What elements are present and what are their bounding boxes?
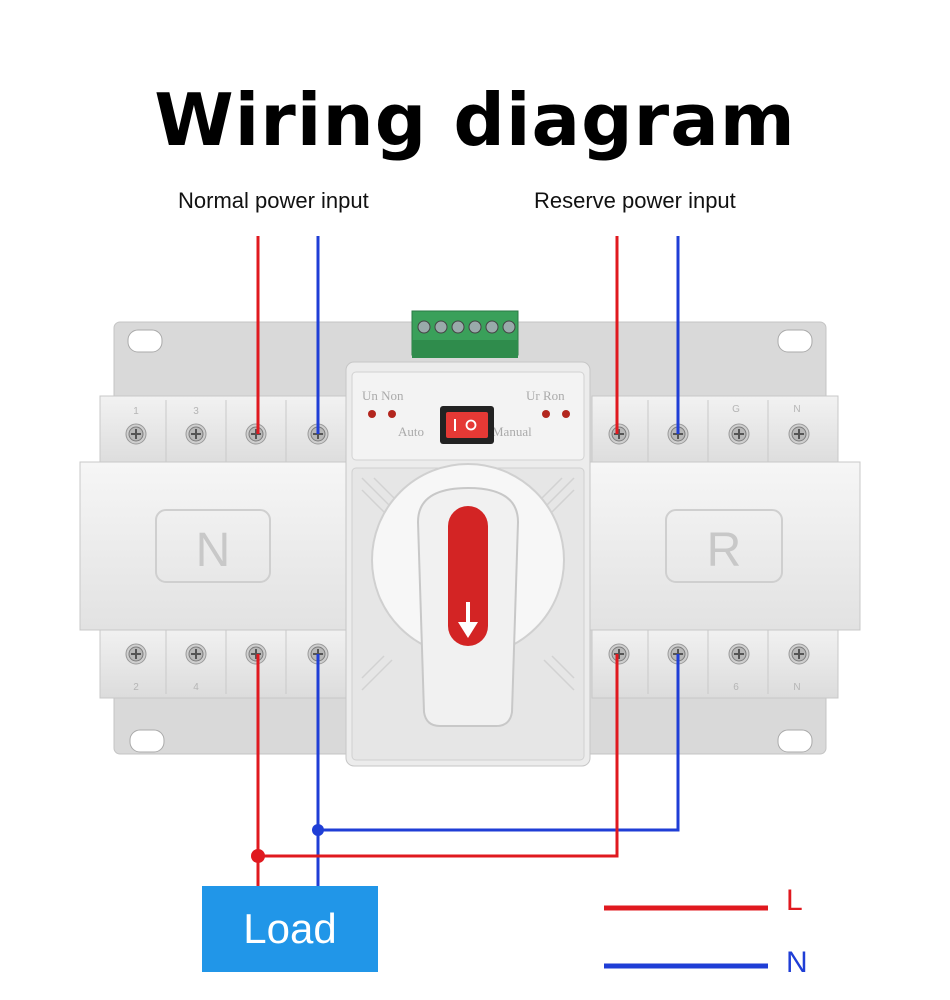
rotary-handle[interactable] (416, 486, 520, 727)
terminal-screw (185, 643, 207, 665)
terminal-screw (788, 643, 810, 665)
manual-label: Manual (492, 424, 532, 439)
r-module: R (589, 461, 861, 631)
mount-hole (777, 729, 813, 753)
mount-hole (777, 329, 813, 353)
n-module-label: N (196, 524, 231, 577)
terminal-mark: 3 (193, 406, 199, 417)
page-title: Wiring diagram (154, 78, 796, 162)
indicator-led (562, 410, 570, 418)
reserve-power-input-label: Reserve power input (534, 188, 736, 213)
terminal-screw (728, 423, 750, 445)
legend-l-label: L (786, 884, 803, 917)
load-box: Load (202, 886, 378, 972)
terminal-screw (185, 423, 207, 445)
live-junction (251, 849, 265, 863)
terminal-mark: 1 (133, 406, 139, 417)
mount-hole (129, 729, 165, 753)
terminal-screw (245, 423, 267, 445)
terminal-mark: 4 (193, 682, 199, 693)
neutral-junction (312, 824, 324, 836)
mount-hole (127, 329, 163, 353)
terminal-screw (125, 423, 147, 445)
terminal-screw (608, 643, 630, 665)
reserve-live-wire (258, 236, 619, 858)
legend-n-label: N (786, 946, 808, 979)
terminal-mark: G (732, 404, 740, 415)
terminal-mark: 6 (733, 682, 739, 693)
terminal-screw (788, 423, 810, 445)
terminal-screw (608, 423, 630, 445)
reserve-neutral-wire (318, 236, 680, 832)
un-non-label: Un Non (362, 388, 404, 403)
indicator-led (388, 410, 396, 418)
terminal-screw (728, 643, 750, 665)
control-panel: Un Non Ur Ron Auto Manual (345, 361, 591, 767)
indicator-led (542, 410, 550, 418)
auto-manual-rocker-switch[interactable] (440, 406, 494, 444)
control-terminal-block (411, 310, 519, 358)
terminal-screw (125, 643, 147, 665)
r-module-label: R (707, 524, 742, 577)
terminal-mark: N (793, 682, 800, 693)
auto-label: Auto (398, 424, 424, 439)
terminal-mark: N (793, 404, 800, 415)
indicator-led (368, 410, 376, 418)
n-module: N (79, 461, 349, 631)
terminal-mark: 2 (133, 682, 139, 693)
ur-ron-label: Ur Ron (526, 388, 565, 403)
normal-power-input-label: Normal power input (178, 188, 369, 213)
terminal-screw (245, 643, 267, 665)
